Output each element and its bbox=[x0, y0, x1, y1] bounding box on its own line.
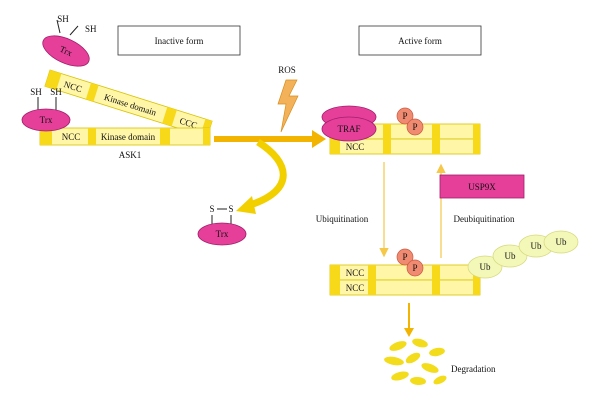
traf-front bbox=[321, 116, 377, 142]
inactive-form-box: Inactive form bbox=[117, 25, 241, 56]
trx-label-bottom: Trx bbox=[40, 115, 53, 125]
ubiquitination-arrow: Ubiquitination bbox=[316, 162, 389, 258]
ros-lightning: ROS bbox=[277, 65, 299, 133]
inactive-form-label: Inactive form bbox=[155, 36, 204, 46]
lightning-icon bbox=[277, 79, 299, 133]
ask1-label: ASK1 bbox=[119, 150, 142, 160]
deubiquitination-label: Deubiquitination bbox=[454, 214, 515, 224]
s-label-2: S bbox=[228, 204, 233, 214]
ub-p-label-1: P bbox=[402, 252, 407, 262]
ncc-label-bottom: NCC bbox=[62, 132, 81, 142]
inactive-ask1-tilted: NCC Kinase domain CCC bbox=[44, 69, 213, 138]
s-label-1: S bbox=[209, 204, 214, 214]
ub-1 bbox=[467, 255, 503, 279]
usp9x-label: USP9X bbox=[468, 182, 496, 192]
ub-ncc-label-2: NCC bbox=[346, 283, 365, 293]
ub-4 bbox=[543, 230, 579, 254]
ub-2 bbox=[492, 244, 528, 268]
ub-label-3: Ub bbox=[531, 241, 542, 251]
active-p-label-2: P bbox=[412, 122, 417, 132]
trx-release-arrow bbox=[236, 139, 287, 214]
trx-top: SH SH Trx bbox=[42, 14, 97, 67]
active-form-box: Active form bbox=[358, 25, 482, 56]
activation-arrow bbox=[214, 130, 326, 148]
degradation-label: Degradation bbox=[451, 364, 496, 374]
sh-label-top-2: SH bbox=[85, 24, 97, 34]
inactive-ask1-horizontal: NCC Kinase domain ASK1 bbox=[39, 127, 211, 160]
sh-label-top-1: SH bbox=[57, 14, 69, 24]
sh-label-bottom-1: SH bbox=[30, 87, 42, 97]
ubiquitination-label: Ubiquitination bbox=[316, 214, 369, 224]
active-p-label-1: P bbox=[402, 111, 407, 121]
active-ncc-label: NCC bbox=[346, 142, 365, 152]
ub-label-2: Ub bbox=[505, 251, 516, 261]
degradation-arrow bbox=[404, 303, 414, 337]
ub-label-1: Ub bbox=[480, 262, 491, 272]
ub-ncc-label-1: NCC bbox=[346, 268, 365, 278]
active-ask1: NCC TRAF P P bbox=[321, 105, 481, 155]
ub-p-label-2: P bbox=[412, 263, 417, 273]
degradation-fragments: Degradation bbox=[384, 338, 496, 386]
ubiquitinated-ask1: NCC NCC P P Ub Ub Ub Ub bbox=[329, 230, 579, 296]
trx-bottom: SH SH Trx bbox=[21, 87, 71, 132]
oxidized-trx: S S Trx bbox=[197, 204, 247, 246]
ub-label-4: Ub bbox=[556, 237, 567, 247]
active-form-label: Active form bbox=[398, 36, 442, 46]
oxidized-trx-label: Trx bbox=[216, 229, 229, 239]
sh-label-bottom-2: SH bbox=[50, 87, 62, 97]
ros-label: ROS bbox=[278, 65, 296, 75]
kinase-label-bottom: Kinase domain bbox=[101, 132, 156, 142]
traf-label: TRAF bbox=[337, 124, 360, 134]
usp9x: USP9X bbox=[439, 174, 525, 199]
